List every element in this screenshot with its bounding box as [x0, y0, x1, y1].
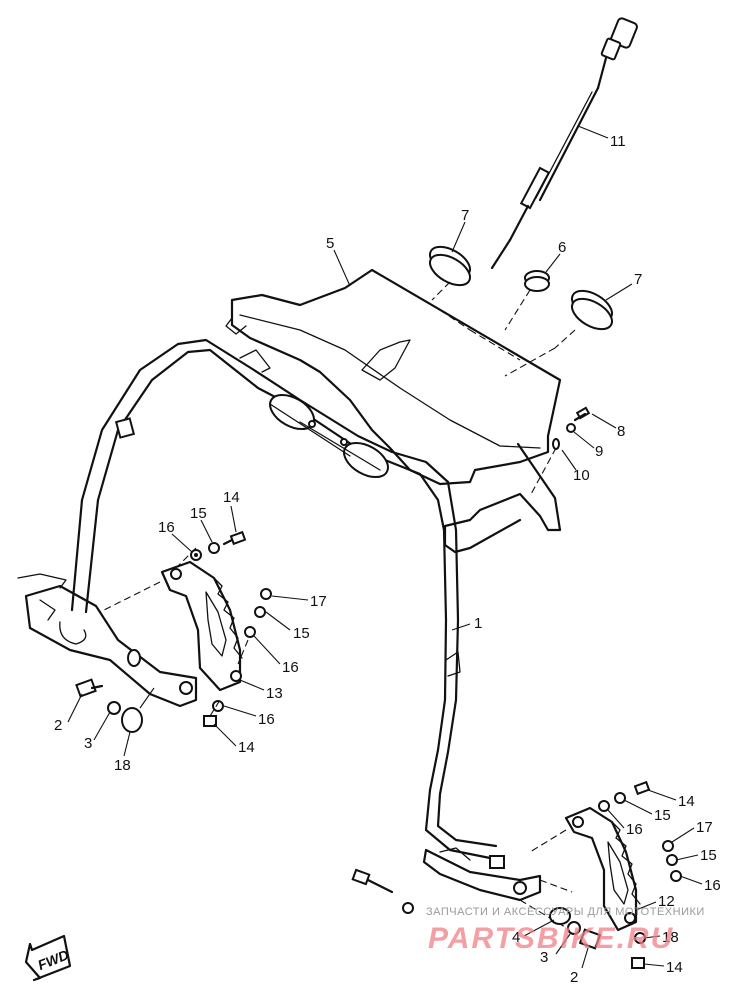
callout-9: 9 — [595, 443, 603, 460]
pivot-bolt-right — [351, 868, 602, 950]
callout-15-mid-right: 15 — [700, 847, 717, 864]
callout-7-right: 7 — [634, 271, 642, 288]
fastener-set-mid-right — [662, 840, 682, 882]
meter-cup-right — [504, 289, 613, 377]
footrest-bracket-left — [99, 547, 243, 692]
fastener-set-lower-left — [203, 699, 224, 727]
callout-18-right: 18 — [662, 929, 679, 946]
fastener-set-upper-left — [190, 530, 247, 561]
callout-14-upper-right: 14 — [678, 793, 695, 810]
callout-3-left: 3 — [84, 735, 92, 752]
fastener-set-mid-left — [237, 588, 272, 665]
fwd-arrow: FWD — [24, 934, 72, 982]
speedometer-cable — [490, 17, 638, 270]
callout-15-upper-left: 15 — [190, 505, 207, 522]
callout-7-left: 7 — [461, 207, 469, 224]
callout-18-left: 18 — [114, 757, 131, 774]
main-frame — [17, 338, 542, 902]
meter-bracket — [225, 268, 562, 554]
callout-13: 13 — [266, 685, 283, 702]
callout-4: 4 — [512, 929, 520, 946]
callout-14-upper-left: 14 — [223, 489, 240, 506]
fwd-label: FWD — [35, 946, 71, 973]
callout-labels: 11 7 5 6 7 8 9 10 14 15 16 17 15 16 1 13… — [54, 133, 721, 986]
pivot-bolt-left — [75, 678, 155, 733]
callout-6: 6 — [558, 239, 566, 256]
callout-5: 5 — [326, 235, 334, 252]
callout-2-left: 2 — [54, 717, 62, 734]
leader-lines — [67, 125, 703, 969]
callout-16-lower-left: 16 — [258, 711, 275, 728]
fastener-set-upper-right — [598, 780, 651, 812]
callout-14-lower-right: 14 — [666, 959, 683, 976]
callout-16-upper-right: 16 — [626, 821, 643, 838]
watermark-logo: PARTSBIKE.RU — [428, 922, 674, 955]
callout-14-lower-left: 14 — [238, 739, 255, 756]
callout-11: 11 — [610, 133, 626, 150]
callout-15-upper-right: 15 — [654, 807, 671, 824]
callout-15-mid-left: 15 — [293, 625, 310, 642]
callout-17-left: 17 — [310, 593, 327, 610]
callout-1: 1 — [474, 615, 482, 632]
callout-8: 8 — [617, 423, 625, 440]
watermark-tagline: ЗАПЧАСТИ И АКСЕССУАРЫ ДЛЯ МОТОТЕХНИКИ — [426, 906, 705, 918]
callout-16-upper-left: 16 — [158, 519, 175, 536]
callout-10: 10 — [573, 467, 590, 484]
callout-16-mid-left: 16 — [282, 659, 299, 676]
callout-2-right: 2 — [570, 969, 578, 986]
callout-16-mid-right: 16 — [704, 877, 721, 894]
bolt-set-upper — [529, 406, 591, 497]
meter-cup-left — [429, 245, 471, 301]
grommet — [504, 270, 550, 331]
watermark: ЗАПЧАСТИ И АКСЕССУАРЫ ДЛЯ МОТОТЕХНИКИ PA… — [426, 906, 705, 955]
callout-12: 12 — [658, 893, 675, 910]
callout-3-right: 3 — [540, 949, 548, 966]
footrest-bracket-right — [519, 806, 641, 932]
callout-17-right: 17 — [696, 819, 713, 836]
